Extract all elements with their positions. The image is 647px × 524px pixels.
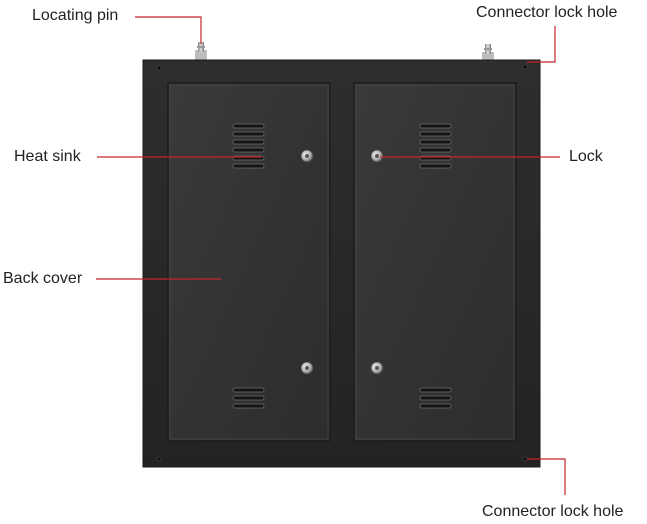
heat-sink-lower-right — [419, 387, 452, 409]
leader-line-connector-lock-hole-bottom — [527, 458, 566, 495]
label-lock: Lock — [569, 148, 603, 165]
label-connector-lock-hole-bottom: Connector lock hole — [482, 503, 624, 520]
leader-lines — [96, 16, 566, 495]
back-cover-left — [167, 82, 331, 442]
connector-lock-hole-icon — [156, 65, 162, 71]
heat-sink-lower-left — [232, 387, 265, 409]
leader-line-connector-lock-hole-top — [527, 26, 556, 63]
lock-icon — [370, 361, 384, 375]
connector-lock-hole-icon — [522, 456, 528, 462]
heat-sink-upper-left — [232, 123, 265, 169]
leader-line-locating-pin — [135, 16, 202, 44]
locating-pin-left — [195, 42, 207, 60]
label-heat-sink: Heat sink — [14, 148, 81, 165]
lock-icon — [300, 149, 314, 163]
label-locating-pin: Locating pin — [32, 7, 119, 24]
label-connector-lock-hole-top: Connector lock hole — [476, 4, 618, 21]
connector-lock-hole-icon — [156, 456, 162, 462]
lock-icon — [300, 361, 314, 375]
connector-lock-hole-icon — [522, 64, 528, 70]
locating-pin-right — [482, 44, 494, 62]
lock-icon — [370, 149, 384, 163]
label-back-cover: Back cover — [3, 270, 83, 287]
back-cover-right — [353, 82, 517, 442]
